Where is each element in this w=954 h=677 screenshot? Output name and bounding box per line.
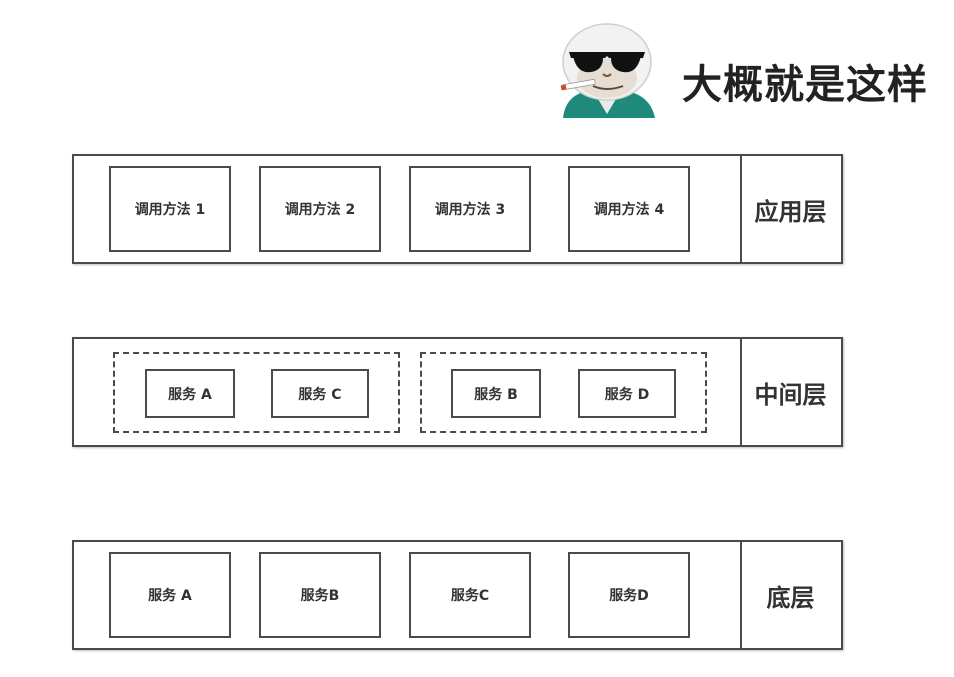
service-a-box: 服务 A [145,369,235,418]
bottom-service-d-box: 服务D [568,552,690,638]
service-c-box: 服务 C [271,369,369,418]
bottom-service-c-box: 服务C [409,552,531,638]
call-method-2-box: 调用方法 2 [259,166,381,252]
layer-divider [740,339,742,445]
meme-sticker [543,18,671,118]
layer-divider [740,542,742,648]
service-group-2 [420,352,707,433]
bottom-service-b-box: 服务B [259,552,381,638]
panda-meme-sunglasses-icon [560,23,655,118]
bottom-service-a-box: 服务 A [109,552,231,638]
layer-divider [740,156,742,262]
middle-layer-label: 中间层 [754,380,827,409]
caption-title: 大概就是这样 [682,62,928,108]
call-method-4-box: 调用方法 4 [568,166,690,252]
service-d-box: 服务 D [578,369,676,418]
call-method-1-box: 调用方法 1 [109,166,231,252]
service-b-box: 服务 B [451,369,541,418]
service-group-1 [113,352,400,433]
call-method-3-box: 调用方法 3 [409,166,531,252]
application-layer-label: 应用层 [754,197,827,226]
bottom-layer-label: 底层 [766,583,815,612]
